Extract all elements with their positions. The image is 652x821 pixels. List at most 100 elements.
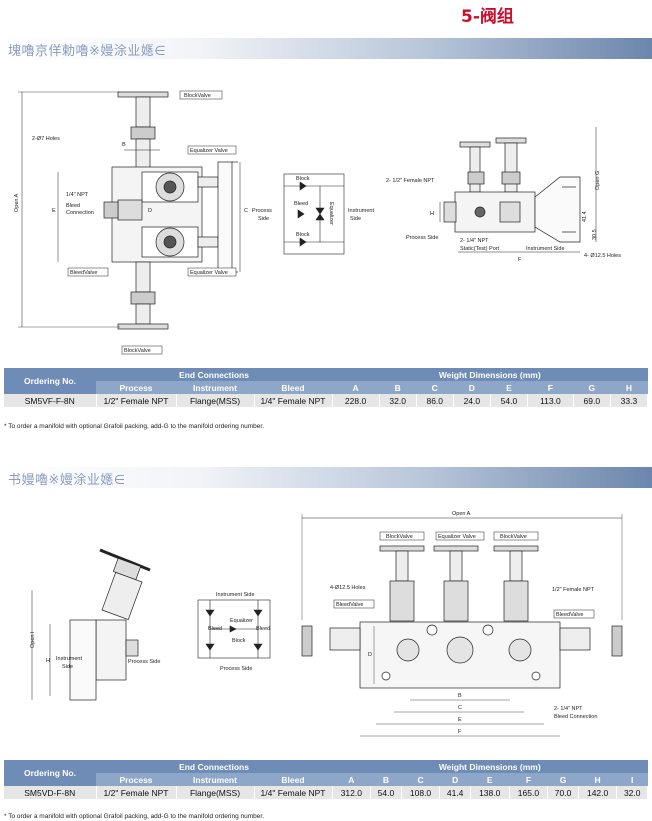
s1-ordering-no: SM5VF-F-8N — [4, 394, 97, 407]
s1-sub-process: Process — [96, 381, 176, 394]
s1-val-c: 86.0 — [416, 394, 454, 407]
label-bleed-valve-right: BleedValve — [556, 612, 583, 618]
s2-end-connections-header: End Connections — [96, 760, 332, 773]
schem2-block: Block — [232, 638, 246, 644]
s2-ordering-no: SM5VD-F-8N — [4, 786, 97, 799]
page-number: 5-阀组 — [461, 7, 514, 27]
label-s2-d: D — [368, 652, 372, 658]
schematic-2-labels: Instrument Side Bleed Equalizer Bleed Bl… — [208, 592, 270, 672]
table-row: SM5VF-F-8N 1/2" Female NPT Flange(MSS) 1… — [4, 394, 649, 407]
label-npt-bleed-2: Bleed Connection — [554, 714, 597, 720]
label-npt-bleed-1: 2- 1/4" NPT — [554, 706, 583, 712]
label-process-side-angled: Process Side — [128, 659, 160, 665]
label-bleed-connection-1: Bleed — [66, 203, 80, 209]
schem2-process-side: Process Side — [220, 666, 252, 672]
s1-dim-f: F — [527, 381, 574, 394]
schematic-1-labels: Block Bleed Block Equalizer Process Side… — [252, 176, 374, 238]
schem1-instrument-side-2: Side — [350, 216, 361, 222]
s1-dim-c: C — [416, 381, 454, 394]
schem1-block-top: Block — [296, 176, 310, 182]
s2-dim-g: G — [547, 773, 579, 786]
s1-sub-instrument: Instrument — [176, 381, 254, 394]
s2-bleed: 1/4" Female NPT — [254, 786, 333, 799]
label-open-a: Open A — [14, 193, 20, 212]
s2-dim-b: B — [370, 773, 402, 786]
label-bleed-valve-left: BleedValve — [336, 602, 363, 608]
label-dim-e: E — [52, 208, 56, 214]
schem1-instrument-side-1: Instrument — [348, 208, 374, 214]
schem1-bleed: Bleed — [294, 201, 308, 207]
s2-dim-f: F — [509, 773, 548, 786]
section1-title-band — [0, 38, 652, 59]
side-label-instrument-side: Instrument Side — [526, 246, 565, 252]
label-dim-c: C — [244, 208, 248, 214]
s1-val-b: 32.0 — [379, 394, 417, 407]
label-s2-b: B — [458, 693, 462, 699]
s2-dim-h: H — [578, 773, 617, 786]
label-s2-e: E — [458, 717, 462, 723]
side-label-414: 41.4 — [582, 211, 588, 222]
side-view-drawing — [439, 127, 597, 253]
label-block-valve-top: BlockValve — [184, 93, 211, 99]
s2-sub-bleed: Bleed — [254, 773, 332, 786]
side-label-h: H — [430, 211, 434, 217]
s2-sub-process: Process — [96, 773, 176, 786]
label-s2-c: C — [458, 705, 462, 711]
label-block-valve-3: BlockValve — [500, 534, 527, 540]
s1-dim-g: G — [573, 381, 611, 394]
s1-val-h: 33.3 — [610, 394, 649, 407]
s1-dim-d: D — [453, 381, 491, 394]
label-instrument-side-1: Instrument — [56, 656, 82, 662]
five-valve-labels: Open A BlockValve Equalizer Valve BlockV… — [330, 511, 597, 735]
s1-instrument: Flange(MSS) — [176, 394, 255, 407]
s2-val-i: 32.0 — [616, 786, 648, 799]
side-label-f: F — [518, 257, 522, 263]
side-label-static-port-2: Static(Test) Port — [460, 246, 500, 252]
s1-process: 1/2" Female NPT — [96, 394, 177, 407]
s2-val-h: 142.0 — [578, 786, 618, 799]
section1-spec-table: Ordering No. End Connections Weight Dime… — [4, 368, 649, 407]
section2-title: 书嫚嚕※嫚涂业嫕∈ — [8, 473, 126, 488]
s2-weight-header: Weight Dimensions (mm) — [332, 760, 648, 773]
s1-sub-bleed: Bleed — [254, 381, 332, 394]
label-bleed-valve: BleedValve — [70, 270, 97, 276]
s2-process: 1/2" Female NPT — [96, 786, 177, 799]
label-h: H — [46, 658, 50, 664]
label-block-valve-2: BlockValve — [386, 534, 413, 540]
schem2-equalizer: Equalizer — [230, 618, 253, 624]
section2-spec-table: Ordering No. End Connections Weight Dime… — [4, 760, 648, 799]
side-label-female-npt: 2- 1/2" Female NPT — [386, 178, 435, 184]
s1-dim-e: E — [490, 381, 528, 394]
label-dim-d: D — [148, 208, 152, 214]
angled-view-labels: Open I H Instrument Side Process Side — [30, 631, 160, 670]
angled-view-drawing — [31, 548, 151, 701]
five-valve-front-drawing — [301, 514, 623, 737]
schem2-bleed-left: Bleed — [208, 626, 222, 632]
s1-val-f: 113.0 — [527, 394, 574, 407]
schematic-1 — [283, 173, 345, 255]
side-label-holes: 4- Ø12.5 Holes — [584, 253, 621, 259]
side-label-305: 30.5 — [592, 229, 598, 240]
s2-val-d: 41.4 — [439, 786, 471, 799]
s2-val-e: 138.0 — [470, 786, 510, 799]
side-view-labels: 2- 1/2" Female NPT Process Side 2- 1/4" … — [386, 171, 621, 263]
side-label-process-side: Process Side — [406, 235, 438, 241]
section1-drawings: BlockValve Equalizer Valve Equalizer Val… — [14, 90, 621, 355]
s2-val-a: 312.0 — [332, 786, 372, 799]
s2-val-g: 70.0 — [547, 786, 579, 799]
s2-dim-c: C — [401, 773, 440, 786]
section2-note: * To order a manifold with optional Graf… — [4, 813, 265, 820]
s2-ordering-header: Ordering No. — [4, 760, 96, 786]
section2-drawings: Open I H Instrument Side Process Side In… — [30, 511, 623, 737]
schem1-equalizer: Equalizer — [328, 202, 334, 225]
label-open-a-2: Open A — [452, 511, 471, 517]
section1-note: * To order a manifold with optional Graf… — [4, 423, 265, 430]
s1-weight-header: Weight Dimensions (mm) — [332, 368, 648, 381]
label-equalizer-valve-2: Equalizer Valve — [438, 534, 476, 540]
label-dim-b: B — [122, 142, 126, 148]
label-female-npt-2: 1/2" Female NPT — [552, 587, 595, 593]
schem2-instrument-side: Instrument Side — [216, 592, 255, 598]
s1-val-g: 69.0 — [573, 394, 611, 407]
s2-dim-a: A — [332, 773, 371, 786]
s2-val-b: 54.0 — [370, 786, 402, 799]
